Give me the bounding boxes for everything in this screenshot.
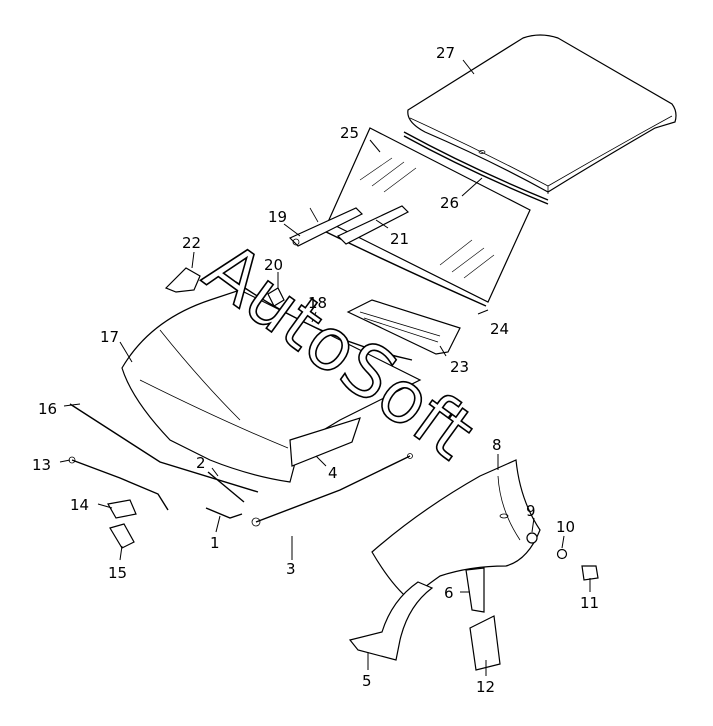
callout-16: 16: [38, 400, 57, 418]
fender-part: [371, 459, 541, 601]
callout-21: 21: [390, 230, 409, 248]
cowl-trim-part: [336, 205, 410, 245]
callout-9: 9: [526, 502, 536, 520]
hood-part: [121, 289, 422, 483]
callout-24: 24: [490, 320, 509, 338]
fastener-9-part: [526, 532, 538, 544]
mud-flap-part: [469, 615, 501, 671]
callout-18: 18: [308, 294, 327, 312]
wheel-arch-liner-6-part: [465, 567, 485, 613]
bracket-19-part: [288, 207, 364, 247]
callout-13: 13: [32, 456, 51, 474]
callout-8: 8: [492, 436, 502, 454]
callout-26: 26: [440, 194, 459, 212]
callout-19: 19: [268, 208, 287, 226]
cable-3-part: [251, 453, 413, 527]
hood-seal-part: [235, 281, 413, 361]
wheel-arch-liner-5-part: [348, 581, 434, 661]
windshield-upper-moulding-part: [403, 131, 549, 205]
callout-20: 20: [264, 256, 283, 274]
cable-clip-1-part: [205, 507, 243, 519]
bracket-14-part: [107, 499, 137, 519]
cowl-vent-panel-part: [346, 299, 461, 355]
fastener-11-part: [581, 565, 599, 581]
callout-5: 5: [362, 672, 372, 690]
roof-panel-part: [407, 34, 677, 194]
callout-4: 4: [328, 464, 338, 482]
callout-10: 10: [556, 518, 575, 536]
callout-23: 23: [450, 358, 469, 376]
leader-lines: [59, 59, 591, 676]
support-rod-16-part: [69, 403, 259, 493]
callout-11: 11: [580, 594, 599, 612]
callout-3: 3: [286, 560, 296, 578]
fastener-10-part: [556, 548, 568, 560]
seal-strip-2-part: [207, 471, 245, 503]
callout-labels: 27 25 26 19 21 22 20 18 24 17 23 16 8 13…: [32, 44, 599, 696]
callout-14: 14: [70, 496, 89, 514]
callout-12: 12: [476, 678, 495, 696]
callout-17: 17: [100, 328, 119, 346]
callout-1: 1: [210, 534, 220, 552]
latch-20-part: [267, 287, 285, 307]
callout-25: 25: [340, 124, 359, 142]
callout-27: 27: [436, 44, 455, 62]
callout-22: 22: [182, 234, 201, 252]
hinge-22-part: [164, 267, 201, 293]
latch-lock-15-part: [109, 523, 135, 549]
callout-2: 2: [196, 454, 206, 472]
callout-6: 6: [444, 584, 454, 602]
callout-15: 15: [108, 564, 127, 582]
